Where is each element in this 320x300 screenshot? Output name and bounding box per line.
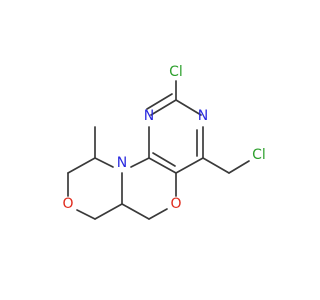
molecule-canvas: Cl Cl N N N O O bbox=[62, 64, 266, 220]
bond-c8a-c4a bbox=[148, 157, 177, 174]
bond-c2-nright bbox=[175, 99, 202, 116]
atom-cl-top: Cl bbox=[169, 64, 183, 80]
atom-labels: Cl Cl N N N O O bbox=[62, 64, 265, 212]
atom-o-left: O bbox=[62, 196, 73, 212]
bond-o2-ch2 bbox=[76, 209, 96, 220]
bond-c2-ntop-double bbox=[146, 93, 173, 110]
bond-o-ch2 bbox=[148, 208, 168, 220]
bond-ch2-cl bbox=[228, 160, 250, 174]
atom-cl-side: Cl bbox=[252, 147, 266, 163]
bond-chme-ch2 bbox=[67, 157, 96, 174]
bond-ch2-ch bbox=[121, 203, 150, 220]
bonds bbox=[67, 80, 250, 220]
atom-n-ring: N bbox=[117, 155, 127, 171]
bond-n-chme bbox=[94, 157, 114, 168]
bond-c4-ch2 bbox=[202, 157, 230, 174]
atom-n-right: N bbox=[198, 108, 208, 124]
atom-o-mid: O bbox=[170, 196, 181, 212]
molecule-structure: Cl Cl N N N O O bbox=[62, 64, 266, 220]
bond-c2-ntop bbox=[150, 99, 177, 116]
bond-c4-c4a bbox=[175, 157, 204, 174]
bond-n-c8a bbox=[130, 157, 150, 168]
atom-n-left: N bbox=[144, 108, 154, 124]
bond-c8a-c4a-double bbox=[152, 152, 176, 167]
bond-ch2-ch-ring bbox=[94, 203, 123, 220]
